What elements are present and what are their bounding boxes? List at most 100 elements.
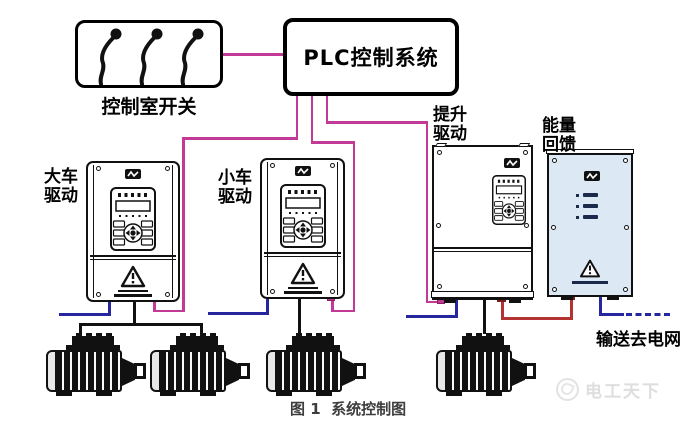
foot (561, 295, 573, 300)
screw-icon (330, 289, 335, 294)
brand-logo-icon (125, 169, 141, 179)
motor-shaft-end (524, 363, 536, 379)
terminal-base (170, 345, 224, 350)
wire-segment (570, 300, 573, 320)
wire-segment (153, 309, 184, 312)
watermark-logo-icon (556, 378, 579, 401)
warning-triangle-icon (579, 259, 601, 278)
motor-end-cap (151, 351, 160, 391)
foot (160, 391, 176, 396)
warning-triangle-icon (290, 262, 315, 285)
panel-divider (264, 256, 341, 257)
foot (486, 391, 502, 396)
figure-caption: 图 1 系统控制图 (290, 400, 407, 418)
label-bar (572, 281, 608, 284)
label-line: 能量 (542, 116, 576, 136)
screw-icon (165, 292, 170, 297)
brand-logo-icon (584, 171, 600, 181)
foot (316, 391, 332, 396)
mounting-bracket (517, 143, 531, 147)
panel-divider (90, 255, 176, 257)
wire-segment (406, 315, 458, 318)
terminal-box (176, 336, 218, 345)
wire-segment (298, 299, 301, 335)
screw-icon (523, 284, 528, 289)
wire-segment (352, 141, 355, 312)
motor-end-cap (267, 351, 276, 391)
motor-end-cap (437, 351, 446, 391)
motor-shaft-end (354, 363, 366, 379)
screw-icon (96, 292, 101, 297)
motor-shaft-end (238, 363, 250, 379)
wire-segment (311, 141, 355, 144)
led-icon (576, 215, 579, 219)
plc-label: PLC控制系统 (303, 46, 439, 70)
terminal-base (66, 345, 120, 350)
cart-motor-1 (46, 333, 148, 397)
wire-segment (426, 300, 440, 303)
label-line: 驱动 (433, 124, 467, 145)
warning-triangle-icon (120, 265, 146, 288)
label-line: 回馈 (542, 135, 576, 156)
screw-icon (270, 163, 275, 168)
wire-segment (501, 317, 573, 320)
screw-icon (437, 150, 442, 155)
panel-divider (434, 247, 531, 249)
wire-segment (599, 313, 624, 316)
brand-logo-icon (504, 158, 520, 168)
wire-segment (108, 302, 111, 316)
wire-segment (79, 323, 82, 336)
screw-icon (436, 222, 441, 228)
hoist-drive-label: 提升 驱动 (433, 105, 467, 145)
hoist-drive-unit (431, 143, 534, 303)
switch-icon (98, 27, 124, 85)
wire-segment (501, 300, 504, 320)
motor-body (150, 350, 226, 392)
foot (96, 391, 112, 396)
terminal-bolts (76, 333, 112, 338)
wire-segment (59, 313, 111, 316)
wire-segment (599, 297, 602, 316)
label-line: 大车 (44, 167, 78, 187)
wire-segment (310, 96, 313, 143)
panel-divider (90, 259, 176, 260)
led-icon (576, 193, 579, 197)
screw-icon (270, 289, 275, 294)
screw-icon (330, 163, 335, 168)
label-line: 提升 (433, 105, 467, 125)
motor-body (266, 350, 342, 392)
screw-icon (624, 225, 629, 230)
indicator-label-mark (583, 193, 598, 197)
screw-icon (165, 166, 170, 171)
drive-keypad (492, 175, 526, 225)
panel-divider (434, 251, 531, 252)
wire-segment (295, 96, 298, 139)
foot (607, 295, 619, 300)
trolley-motor (266, 333, 368, 397)
trolley-drive-unit (260, 158, 345, 299)
control-room-label: 控制室开关 (101, 96, 197, 118)
label-line: 驱动 (218, 187, 252, 208)
foot (446, 391, 462, 396)
screw-icon (623, 287, 628, 292)
indicator-row (576, 193, 598, 197)
wire-segment (483, 300, 486, 334)
wire-segment (79, 323, 203, 326)
label-bar (118, 290, 148, 292)
terminal-base (456, 345, 510, 350)
label-bar (287, 287, 318, 289)
wire-segment (133, 302, 136, 325)
watermark-text: 电工天下 (585, 382, 661, 402)
panel-divider (264, 252, 341, 254)
motor-end-cap (47, 351, 56, 391)
wire-segment (425, 121, 428, 303)
cart-motor-2 (150, 333, 252, 397)
control-room-switch-box (75, 20, 223, 88)
indicator-label-mark (583, 215, 598, 219)
terminal-base (286, 345, 340, 350)
drive-keypad (279, 184, 326, 248)
indicator-label-mark (583, 204, 598, 208)
wire-segment (182, 137, 185, 312)
foot (444, 298, 456, 303)
wire-segment (200, 323, 203, 336)
